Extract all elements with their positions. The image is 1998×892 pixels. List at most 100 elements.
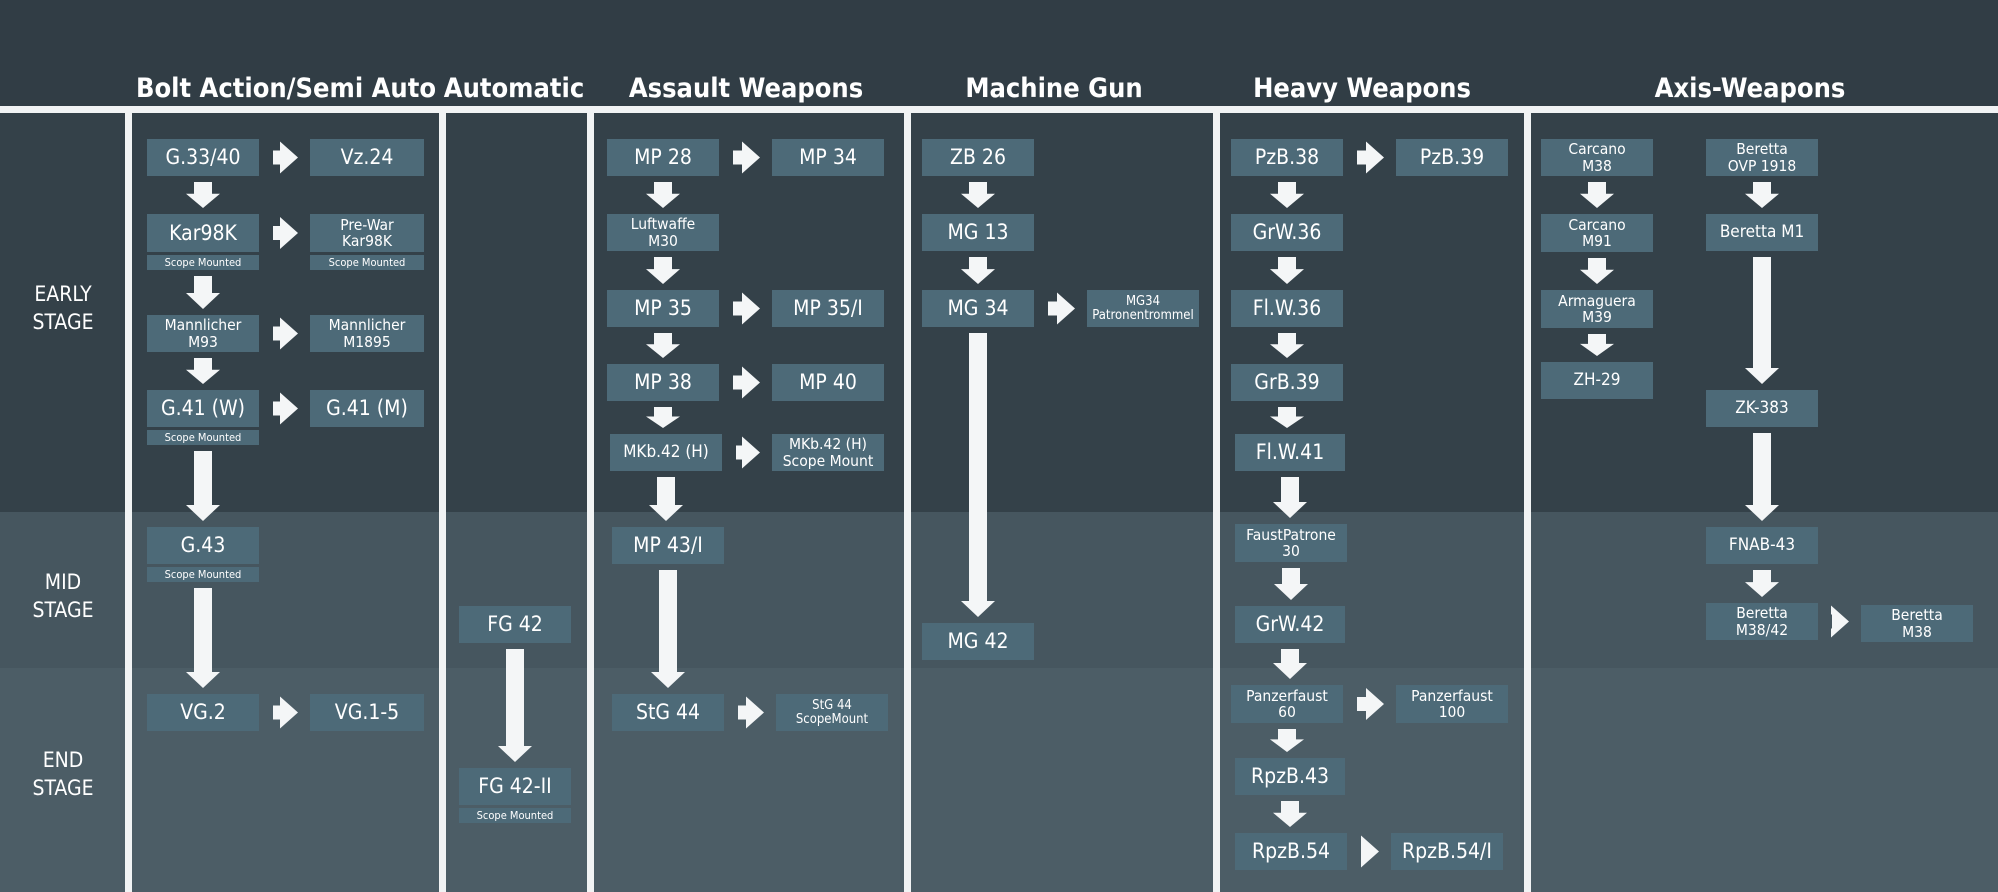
weapon-node-label: FaustPatrone bbox=[1246, 525, 1336, 544]
weapon-node-label: PzB.39 bbox=[1419, 145, 1485, 170]
progression-arrow bbox=[186, 358, 220, 384]
weapon-node-fnab[interactable]: FNAB-43 bbox=[1706, 527, 1818, 564]
weapon-node-grb39[interactable]: GrB.39 bbox=[1231, 364, 1343, 401]
weapon-node-mkb42s[interactable]: MKb.42 (H)Scope Mount bbox=[772, 434, 884, 471]
weapon-node-label: Mannlicher bbox=[164, 316, 242, 335]
weapon-node-g3340[interactable]: G.33/40 bbox=[147, 139, 259, 176]
progression-arrow bbox=[1270, 333, 1304, 358]
weapon-node-pzb38[interactable]: PzB.38 bbox=[1231, 139, 1343, 176]
weapon-node-vg2[interactable]: VG.2 bbox=[147, 694, 259, 731]
weapon-node-mg34[interactable]: MG 34 bbox=[922, 290, 1034, 327]
weapon-node-rpzb43[interactable]: RpzB.43 bbox=[1235, 758, 1345, 795]
weapon-node-g41w[interactable]: G.41 (W) bbox=[147, 390, 259, 427]
weapon-node-label: MP 35 bbox=[634, 296, 692, 321]
progression-arrow bbox=[498, 649, 532, 762]
weapon-node-mp38[interactable]: MP 38 bbox=[607, 364, 719, 401]
weapon-node-label: GrW.42 bbox=[1255, 612, 1325, 637]
weapon-node-label: Kar98K bbox=[341, 232, 393, 250]
weapon-node-zk383[interactable]: ZK-383 bbox=[1706, 390, 1818, 427]
weapon-node-label: ZB 26 bbox=[950, 145, 1006, 170]
weapon-node-label: ZK-383 bbox=[1735, 397, 1789, 418]
weapon-node-label: M38 bbox=[1582, 156, 1612, 175]
scope-mounted-tag: Scope Mounted bbox=[147, 567, 259, 582]
weapon-node-mp43[interactable]: MP 43/I bbox=[612, 527, 724, 564]
weapon-node-fg42[interactable]: FG 42 bbox=[459, 606, 571, 643]
weapon-node-flw41[interactable]: Fl.W.41 bbox=[1235, 434, 1345, 471]
scope-mounted-tag: Scope Mounted bbox=[147, 430, 259, 445]
weapon-node-mkb42[interactable]: MKb.42 (H) bbox=[610, 434, 722, 471]
progression-arrow bbox=[738, 696, 764, 729]
progression-arrow bbox=[1745, 257, 1779, 384]
weapon-node-pzb39[interactable]: PzB.39 bbox=[1396, 139, 1508, 176]
weapon-node-label: M38/42 bbox=[1735, 620, 1789, 639]
weapon-node-label: MP 28 bbox=[634, 145, 692, 170]
weapon-node-grw36[interactable]: GrW.36 bbox=[1231, 214, 1343, 251]
weapon-node-label: MG 42 bbox=[947, 629, 1009, 654]
weapon-node-rpzb54i[interactable]: RpzB.54/I bbox=[1391, 833, 1503, 870]
weapon-node-label: Patronentrommel bbox=[1092, 307, 1194, 323]
weapon-node-g41m[interactable]: G.41 (M) bbox=[310, 390, 424, 427]
weapon-node-g43[interactable]: G.43 bbox=[147, 527, 259, 564]
weapon-node-label: MP 40 bbox=[799, 370, 857, 395]
weapon-node-label: MKb.42 (H) bbox=[789, 435, 867, 454]
weapon-node-flw36[interactable]: Fl.W.36 bbox=[1231, 290, 1343, 327]
progression-arrow bbox=[273, 217, 298, 249]
weapon-node-vg15[interactable]: VG.1-5 bbox=[310, 694, 424, 731]
progression-arrow bbox=[1831, 605, 1849, 638]
progression-arrow bbox=[273, 141, 298, 174]
weapon-node-mp28[interactable]: MP 28 bbox=[607, 139, 719, 176]
column-divider bbox=[904, 112, 911, 892]
weapon-node-mp34[interactable]: MP 34 bbox=[772, 139, 884, 176]
weapon-node-label: M1895 bbox=[343, 332, 391, 351]
weapon-node-vz24[interactable]: Vz.24 bbox=[310, 139, 424, 176]
progression-arrow bbox=[736, 436, 760, 469]
progression-arrow bbox=[273, 696, 298, 729]
weapon-node-mp40[interactable]: MP 40 bbox=[772, 364, 884, 401]
weapon-node-label: PzB.38 bbox=[1254, 145, 1320, 170]
weapon-node-label: Scope Mount bbox=[782, 451, 874, 470]
progression-arrow bbox=[1048, 292, 1075, 325]
category-header-bolt: Bolt Action/Semi Auto bbox=[135, 73, 437, 104]
weapon-node-grw42[interactable]: GrW.42 bbox=[1235, 606, 1345, 643]
weapon-node-berm1[interactable]: Beretta M1 bbox=[1706, 214, 1818, 251]
weapon-node-label: 100 bbox=[1438, 703, 1466, 721]
progression-arrow bbox=[646, 257, 680, 284]
weapon-node-label: VG.1-5 bbox=[334, 700, 400, 725]
weapon-node-label: FNAB-43 bbox=[1728, 534, 1796, 555]
weapon-node-label: Fl.W.41 bbox=[1255, 440, 1325, 465]
weapon-node-label: Panzerfaust bbox=[1411, 686, 1493, 705]
weapon-node-label: StG 44 bbox=[635, 700, 701, 725]
weapon-node-mg42[interactable]: MG 42 bbox=[922, 623, 1034, 660]
weapon-node-zh29[interactable]: ZH-29 bbox=[1541, 362, 1653, 399]
weapon-node-fg42ii[interactable]: FG 42-II bbox=[459, 768, 571, 805]
progression-arrow bbox=[646, 333, 680, 358]
progression-arrow bbox=[1270, 257, 1304, 284]
weapon-node-kar98k[interactable]: Kar98K bbox=[147, 214, 259, 252]
weapon-node-rpzb54[interactable]: RpzB.54 bbox=[1235, 833, 1347, 870]
weapon-node-label: RpzB.54/I bbox=[1402, 839, 1492, 864]
weapon-node-zb26[interactable]: ZB 26 bbox=[922, 139, 1034, 176]
weapon-node-label: Kar98K bbox=[169, 220, 237, 245]
weapon-node-mp35i[interactable]: MP 35/I bbox=[772, 290, 884, 327]
weapon-node-stg44[interactable]: StG 44 bbox=[612, 694, 724, 731]
weapon-node-label: Carcano bbox=[1568, 140, 1626, 159]
weapon-node-mg13[interactable]: MG 13 bbox=[922, 214, 1034, 251]
weapon-node-mp35[interactable]: MP 35 bbox=[607, 290, 719, 327]
